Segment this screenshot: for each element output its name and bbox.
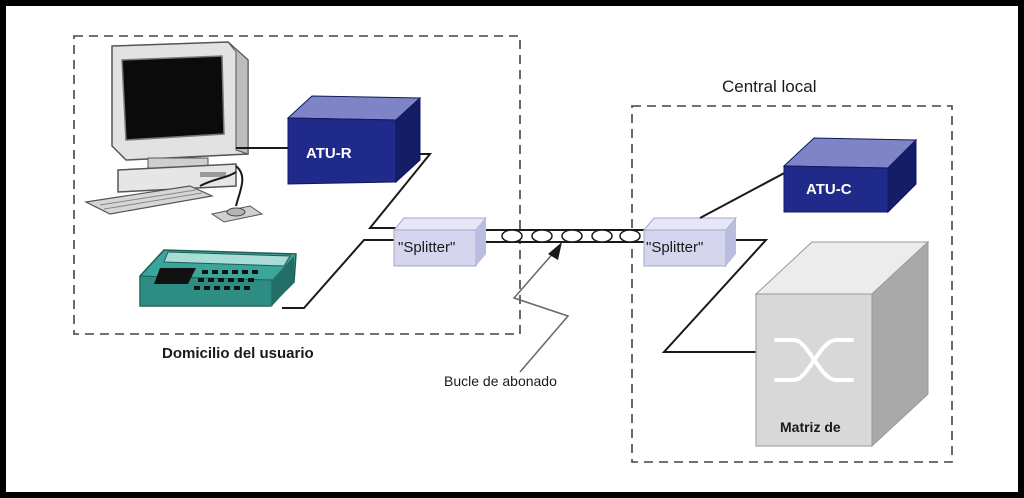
computer-icon <box>84 41 264 223</box>
telephone-icon <box>139 249 297 307</box>
atu-r-label: ATU-R <box>306 145 352 162</box>
splitter-right-label: "Splitter" <box>646 239 703 256</box>
subscriber-loop <box>486 229 648 243</box>
atu-r-modem: ATU-R <box>286 95 422 185</box>
switch-cross-icon <box>774 338 854 382</box>
central-dashed-box <box>631 105 953 463</box>
switch-matrix-cube: Matriz de <box>754 240 930 448</box>
atu-c-label: ATU-C <box>806 181 852 198</box>
domicilio-label: Domicilio del usuario <box>162 345 314 362</box>
central-local-label: Central local <box>722 77 817 96</box>
matriz-label: Matriz de <box>780 419 841 435</box>
splitter-left-label: "Splitter" <box>398 239 455 256</box>
home-dashed-box <box>73 35 521 335</box>
atu-c-modem: ATU-C <box>782 137 918 214</box>
splitter-right: "Splitter" <box>642 217 738 267</box>
splitter-left: "Splitter" <box>392 217 488 267</box>
loop-pointer-arrow <box>512 242 570 373</box>
bucle-label: Bucle de abonado <box>444 373 557 389</box>
central-wires <box>661 169 791 353</box>
